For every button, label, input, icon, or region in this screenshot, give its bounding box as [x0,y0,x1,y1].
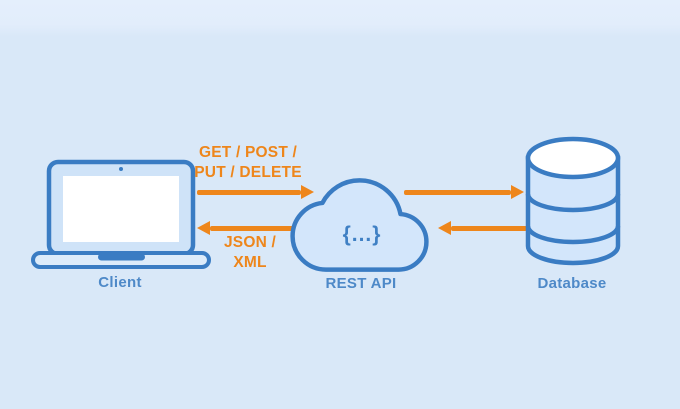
node-label-client: Client [98,274,142,291]
arrow-api-to-client [197,220,296,235]
database-icon [525,136,621,266]
laptop-base-notch [98,253,145,261]
edge-label-request: GET / POST / PUT / DELETE [194,144,302,181]
arrow-client-to-api [197,185,314,199]
db-top-ellipse [525,136,621,180]
cloud-shape [290,178,429,272]
db-separator-2 [525,225,621,245]
node-label-database: Database [537,275,607,292]
node-label-rest-api: REST API [325,275,397,292]
db-separator-1 [525,193,621,213]
laptop-screen [63,176,179,242]
arrow-api-to-db [404,185,524,199]
braces-glyph: {...} [342,223,382,246]
edge-label-response: JSON / XML [223,234,277,271]
arrow-db-to-api [438,220,527,235]
laptop-icon [31,159,211,269]
webcam-dot [119,167,123,171]
cloud-icon [290,178,429,272]
